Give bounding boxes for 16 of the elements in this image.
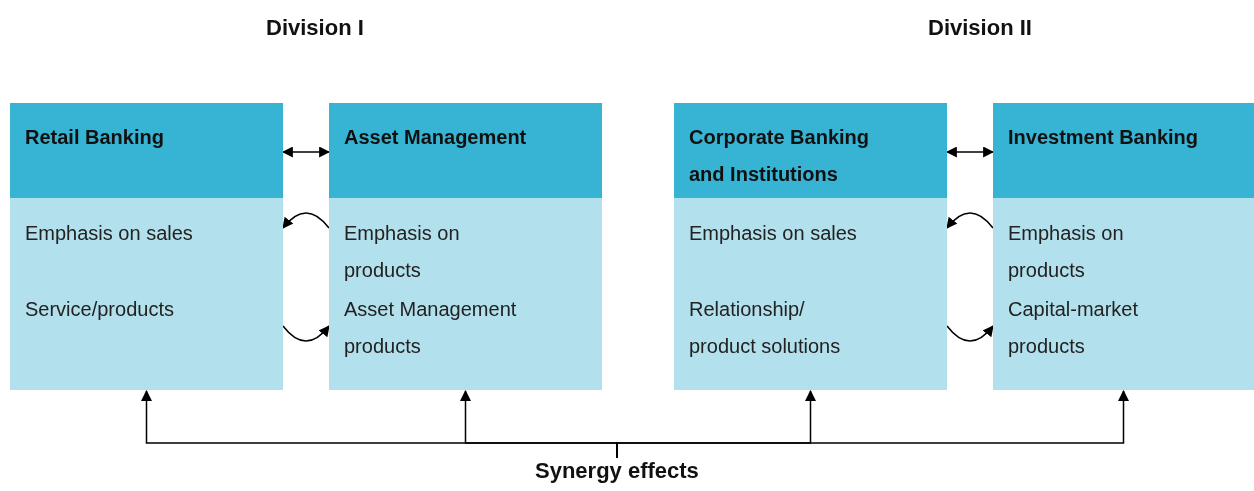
curved-arrow bbox=[282, 212, 330, 229]
division-unit-card bbox=[10, 103, 283, 390]
curved-arrow bbox=[282, 325, 330, 342]
division-unit-card bbox=[993, 103, 1254, 390]
division-heading: Division I bbox=[266, 15, 364, 41]
unit-heading: Corporate Banking and Institutions bbox=[689, 125, 871, 187]
curved-arrow bbox=[946, 212, 994, 229]
unit-heading: Retail Banking bbox=[25, 125, 165, 150]
division-unit-card bbox=[329, 103, 602, 390]
unit-heading: Investment Banking bbox=[1008, 125, 1200, 150]
division-unit-card bbox=[674, 103, 947, 390]
synergy-caption: Synergy effects bbox=[535, 458, 699, 484]
unit-heading: Asset Management bbox=[344, 125, 528, 150]
curved-arrow bbox=[946, 325, 994, 342]
division-heading: Division II bbox=[928, 15, 1032, 41]
synergy-arrow bbox=[616, 389, 1129, 459]
